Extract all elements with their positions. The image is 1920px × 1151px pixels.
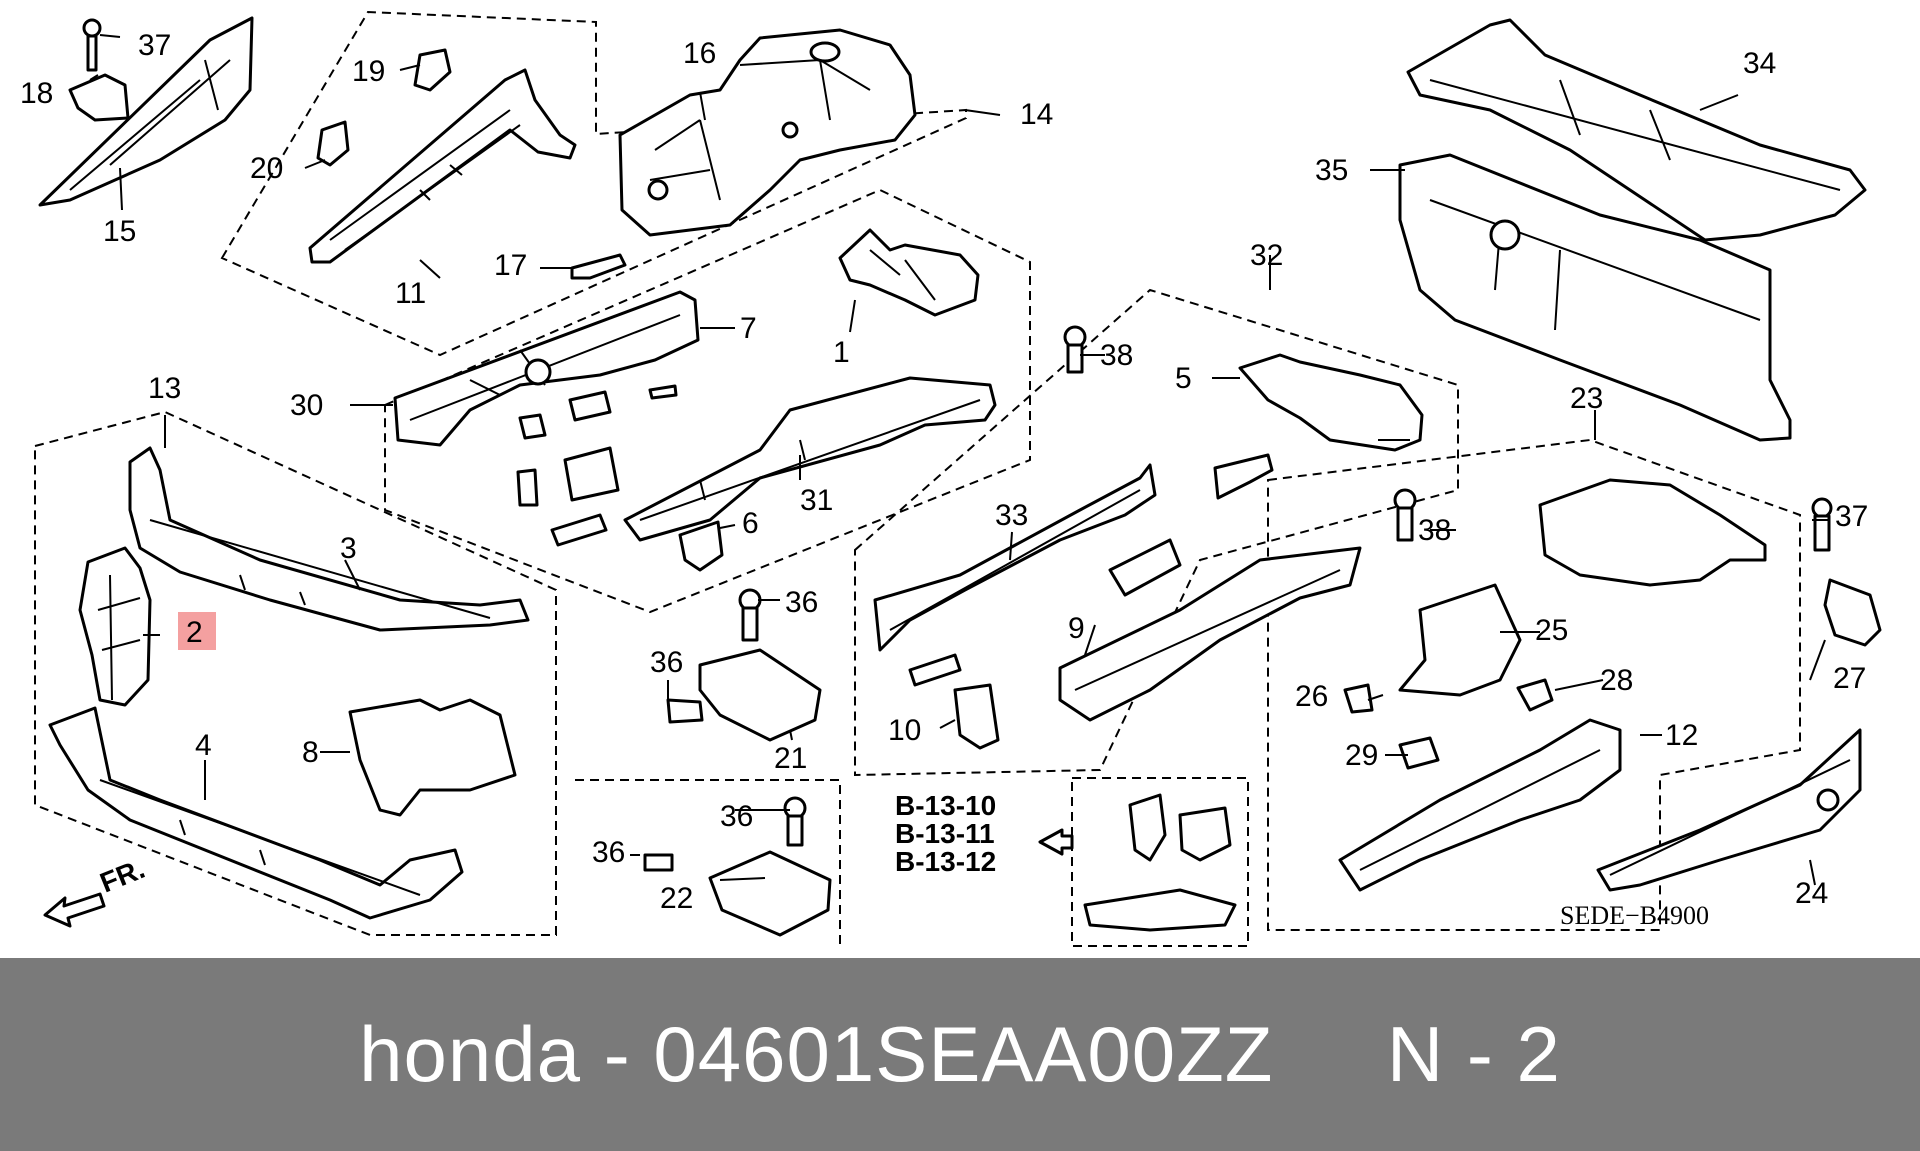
callout-label: 5 <box>1175 362 1192 395</box>
callout-label: 12 <box>1665 719 1698 752</box>
callout-label: 36 <box>785 586 818 619</box>
callout-label: 31 <box>800 484 833 517</box>
callout-label: 24 <box>1795 877 1828 910</box>
callout-label: 6 <box>742 507 759 540</box>
callout-label: 36 <box>650 646 683 679</box>
callout-label: 37 <box>1835 500 1868 533</box>
callout-label: 17 <box>494 249 527 282</box>
callout-label: 35 <box>1315 154 1348 187</box>
callout-label: 27 <box>1833 662 1866 695</box>
footer-separator: - <box>603 1010 631 1098</box>
part-1-bracket <box>838 228 980 317</box>
callout-label: 36 <box>592 836 625 869</box>
footer-brand: honda <box>359 1010 582 1098</box>
callout-label: 14 <box>1020 98 1053 131</box>
direction-label: FR. <box>96 853 149 899</box>
ref-code: B-13-11 <box>895 818 995 849</box>
part-6-bracket <box>678 520 724 572</box>
callout-label: 30 <box>290 389 323 422</box>
part-33-bracket <box>1213 453 1274 500</box>
part-15-pillar <box>38 16 254 207</box>
part-5-bracket <box>1238 353 1424 452</box>
highlight-box <box>178 612 216 650</box>
callout-label: 26 <box>1295 680 1328 713</box>
callout-label: 23 <box>1570 382 1603 415</box>
part-4-lower-support <box>48 706 464 920</box>
part-35-dash-lower <box>1398 153 1792 442</box>
footer-position-label: N - 2 <box>1386 1010 1561 1098</box>
leader-lines <box>89 34 1830 886</box>
part-9-clip <box>1108 538 1182 597</box>
callout-label: 37 <box>138 29 171 62</box>
part-29-clip <box>1398 736 1440 770</box>
part-2-side-support <box>78 546 152 707</box>
callout-label: 22 <box>660 882 693 915</box>
callout-label: 38 <box>1100 339 1133 372</box>
part-34-dash-upper <box>1406 18 1867 242</box>
group-frame-frame-rails <box>384 188 1031 614</box>
callout-label: 4 <box>195 729 212 762</box>
diagram-code: SEDE−B4900 <box>1560 901 1709 930</box>
part-9-frame-rail <box>1058 546 1362 722</box>
callout-label: 36 <box>720 800 753 833</box>
direction-arrow: FR. <box>43 853 149 928</box>
part-33-clips <box>908 653 962 687</box>
callout-label: 3 <box>340 532 357 565</box>
part-3-upper-support <box>128 446 530 632</box>
part-10-bracket <box>953 683 1000 750</box>
group-frame-mount-22 <box>575 779 841 945</box>
callout-label: 25 <box>1535 614 1568 647</box>
callout-label: 32 <box>1250 239 1283 272</box>
part-25-bracket <box>1398 583 1522 697</box>
part-33-frame-rail <box>873 463 1157 652</box>
callout-label: 29 <box>1345 739 1378 772</box>
callout-label: 13 <box>148 372 181 405</box>
callout-label: 38 <box>1418 514 1451 547</box>
part-ref-assembly <box>1083 793 1237 932</box>
part-24-apron-panel <box>1596 728 1862 892</box>
callout-label: 18 <box>20 77 53 110</box>
ref-arrow <box>1038 828 1074 856</box>
callout-label: 9 <box>1068 612 1085 645</box>
part-11-apron-rail <box>308 48 577 264</box>
part-38-bolts <box>1063 325 1417 542</box>
part-31-frame-rail <box>623 376 997 542</box>
callout-label: 28 <box>1600 664 1633 697</box>
group-frame-radiator-support <box>34 410 557 936</box>
callout-label: 7 <box>740 312 757 345</box>
callout-label: 15 <box>103 215 136 248</box>
callout-label: 11 <box>395 277 426 310</box>
part-30-frame-upper <box>393 290 700 447</box>
parts-diagram: FR. 1 2 3 4 5 6 7 8 9 10 11 12 13 14 15 … <box>20 10 1882 947</box>
part-27-bracket <box>1811 497 1882 647</box>
part-22-mount <box>643 796 832 937</box>
part-23-wheelhouse <box>1538 478 1767 587</box>
part-17-bracket <box>570 253 627 280</box>
footer-banner: honda - 04601SEAA00ZZ N - 2 <box>0 958 1920 1151</box>
callout-label: 1 <box>833 336 850 369</box>
part-26-clip <box>1343 683 1374 714</box>
part-14-shock-tower <box>618 28 917 237</box>
part-8-bracket <box>348 698 517 817</box>
callout-label: 33 <box>995 499 1028 532</box>
callout-label: 19 <box>352 55 385 88</box>
ref-code: B-13-12 <box>895 846 996 877</box>
callout-label: 8 <box>302 736 319 769</box>
part-28-clip <box>1516 678 1554 712</box>
group-frame-ref-box <box>1071 777 1249 947</box>
callout-label: 21 <box>774 742 807 775</box>
part-21-mount <box>666 588 822 742</box>
ref-code: B-13-10 <box>895 790 996 821</box>
callout-label: 10 <box>888 714 921 747</box>
part-30-clips <box>516 384 678 547</box>
part-12-lower-apron <box>1338 718 1622 892</box>
group-frame-apron-lower-rear <box>1267 438 1801 931</box>
callout-label: 20 <box>250 152 283 185</box>
callout-label: 16 <box>683 37 716 70</box>
callout-label-highlighted: 2 <box>186 616 203 649</box>
footer-part-number: 04601SEAA00ZZ <box>653 1010 1274 1098</box>
callout-label: 34 <box>1743 47 1776 80</box>
